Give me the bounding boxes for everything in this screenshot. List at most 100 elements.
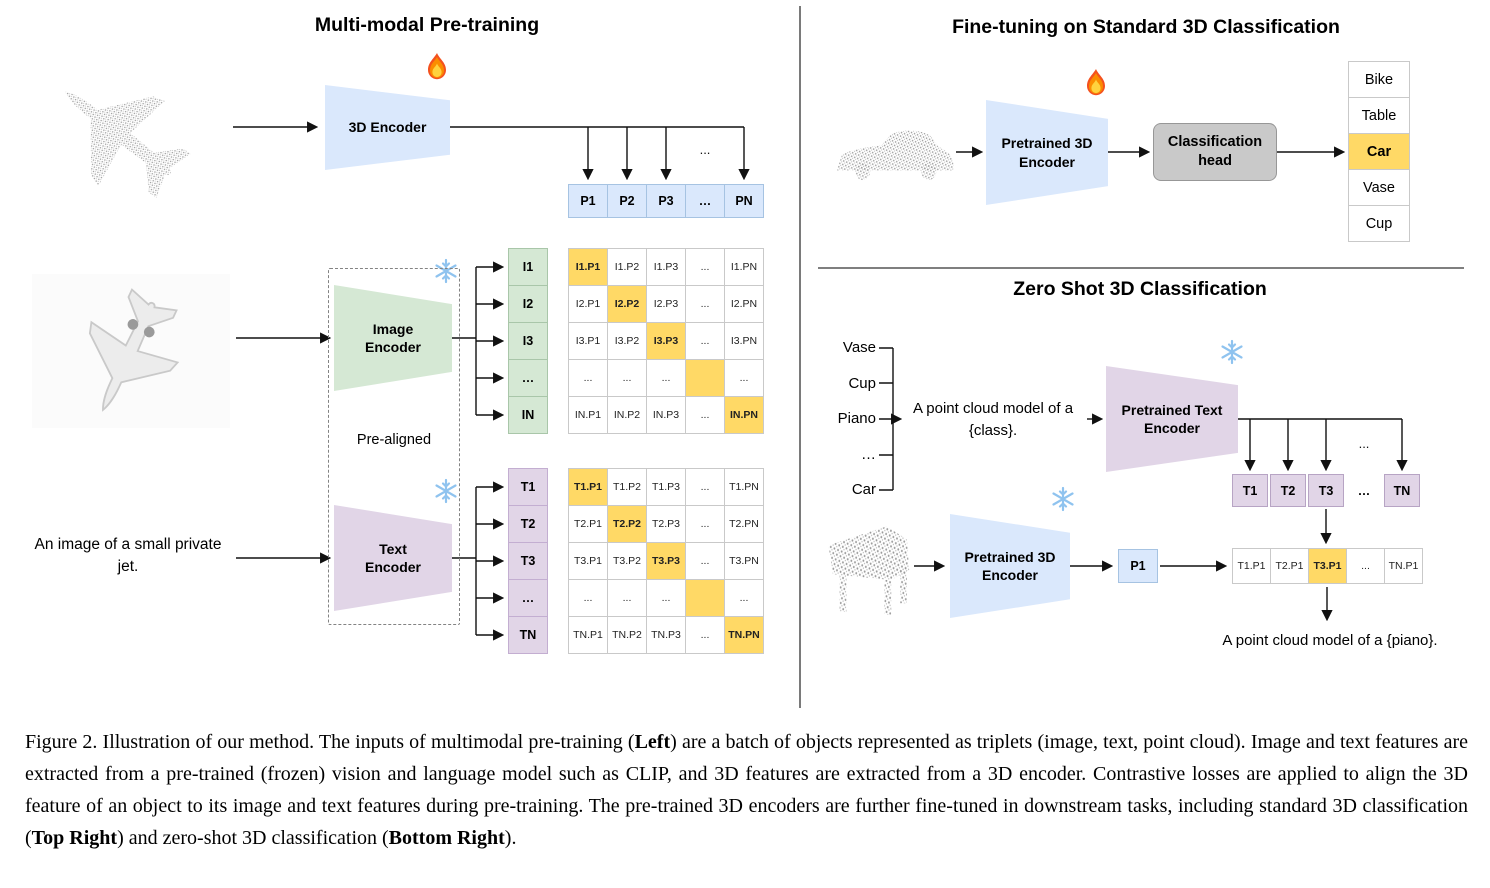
- similarity-cell: T1.P1: [1233, 549, 1270, 583]
- class-name: Piano: [837, 410, 876, 428]
- similarity-cell: ...: [686, 543, 724, 579]
- similarity-cell: ...: [608, 360, 646, 396]
- figure-caption: Figure 2. Illustration of our method. Th…: [25, 731, 1468, 849]
- similarity-cell: IN.PN: [725, 397, 763, 433]
- similarity-cell: ...: [647, 360, 685, 396]
- similarity-cell: TN.P1: [1385, 549, 1422, 583]
- pre-aligned-label: Pre-aligned: [356, 432, 432, 448]
- image-feature-cell: I2: [509, 286, 547, 322]
- similarity-cell: IN.P2: [608, 397, 646, 433]
- similarity-cell: TN.P2: [608, 617, 646, 653]
- airplane-photo: [32, 274, 230, 431]
- similarity-cell: ...: [686, 249, 724, 285]
- similarity-cell: T3.P1: [1309, 549, 1346, 583]
- similarity-cell: ...: [686, 397, 724, 433]
- similarity-cell: IN.P1: [569, 397, 607, 433]
- similarity-cell: T3.PN: [725, 543, 763, 579]
- fire-icon: [428, 53, 446, 80]
- similarity-cell: ...: [569, 360, 607, 396]
- similarity-cell: ...: [569, 580, 607, 616]
- matrix-row: ............: [569, 360, 763, 396]
- pretrained-text-encoder-label: Pretrained Text Encoder: [1121, 401, 1223, 436]
- class-label-cell: Bike: [1349, 62, 1409, 97]
- class-name: Cup: [848, 374, 876, 392]
- similarity-cell: [686, 360, 724, 396]
- similarity-cell: T3.P3: [647, 543, 685, 579]
- similarity-cell: I3.P1: [569, 323, 607, 359]
- similarity-cell: T2.P3: [647, 506, 685, 542]
- class-label-cell: Vase: [1349, 170, 1409, 205]
- fire-icon: [1087, 69, 1105, 96]
- connectors-zeroshot: [879, 347, 1408, 622]
- similarity-cell: T3.P1: [569, 543, 607, 579]
- text-feature-cell: TN: [509, 617, 547, 653]
- image-feature-cell: I1: [509, 249, 547, 285]
- class-name: Car: [851, 481, 876, 499]
- similarity-cell: T1.P2: [608, 469, 646, 505]
- image-encoder: Image Encoder: [334, 285, 452, 391]
- pretrained-3d-encoder-label: Pretrained 3D Encoder: [964, 548, 1056, 583]
- car-point-cloud: [836, 130, 954, 181]
- similarity-cell: T1.P3: [647, 469, 685, 505]
- similarity-cell: I1.PN: [725, 249, 763, 285]
- panel-dividers: [799, 6, 1464, 708]
- snowflake-icon: [1221, 339, 1243, 365]
- similarity-cell: TN.P3: [647, 617, 685, 653]
- classification-head: Classification head: [1153, 123, 1277, 181]
- prompt-text: A point cloud model of a {class}.: [912, 400, 1074, 439]
- text-feature-cell: TN: [1384, 474, 1420, 507]
- similarity-cell: I2.P2: [608, 286, 646, 322]
- class-label-cell: Car: [1349, 134, 1409, 169]
- similarity-cell: T2.PN: [725, 506, 763, 542]
- similarity-cell: T2.P1: [569, 506, 607, 542]
- text-encoder-label: Text Encoder: [364, 540, 421, 575]
- image-feature-cell: IN: [509, 397, 547, 433]
- similarity-cell: T2.P2: [608, 506, 646, 542]
- similarity-cell: I3.P2: [608, 323, 646, 359]
- text-feature-cell: …: [509, 580, 547, 616]
- snowflake-icon: [1052, 486, 1074, 512]
- similarity-cell: [686, 580, 724, 616]
- similarity-cell: I1.P3: [647, 249, 685, 285]
- similarity-cell: ...: [686, 506, 724, 542]
- zeroshot-title: Zero Shot 3D Classification: [1013, 278, 1267, 300]
- similarity-cell: ...: [686, 469, 724, 505]
- similarity-cell: T1.P1: [569, 469, 607, 505]
- matrix-row: ............: [569, 580, 763, 616]
- similarity-cell: ...: [608, 580, 646, 616]
- image-encoder-label: Image Encoder: [364, 320, 421, 355]
- connectors-pretraining: [233, 121, 750, 641]
- pretrained-text-encoder: Pretrained Text Encoder: [1106, 366, 1238, 472]
- text-feature-cell: T3: [509, 543, 547, 579]
- similarity-cell: T3.P2: [608, 543, 646, 579]
- point-feature-cell: P1: [569, 185, 607, 217]
- class-label-cell: Cup: [1349, 206, 1409, 241]
- point-feature-cell: P2: [608, 185, 646, 217]
- point-feature-cell: PN: [725, 185, 763, 217]
- ellipsis: ...: [1358, 436, 1370, 451]
- similarity-cell: T2.P1: [1271, 549, 1308, 583]
- similarity-cell: T1.PN: [725, 469, 763, 505]
- point-feature-cell: P3: [647, 185, 685, 217]
- pretrained-3d-encoder-finetune: Pretrained 3D Encoder: [986, 100, 1108, 205]
- similarity-cell: I2.PN: [725, 286, 763, 322]
- similarity-cell: ...: [725, 580, 763, 616]
- similarity-cell: IN.P3: [647, 397, 685, 433]
- similarity-cell: TN.PN: [725, 617, 763, 653]
- pretrained-3d-encoder-zeroshot: Pretrained 3D Encoder: [950, 514, 1070, 618]
- similarity-cell: ...: [647, 580, 685, 616]
